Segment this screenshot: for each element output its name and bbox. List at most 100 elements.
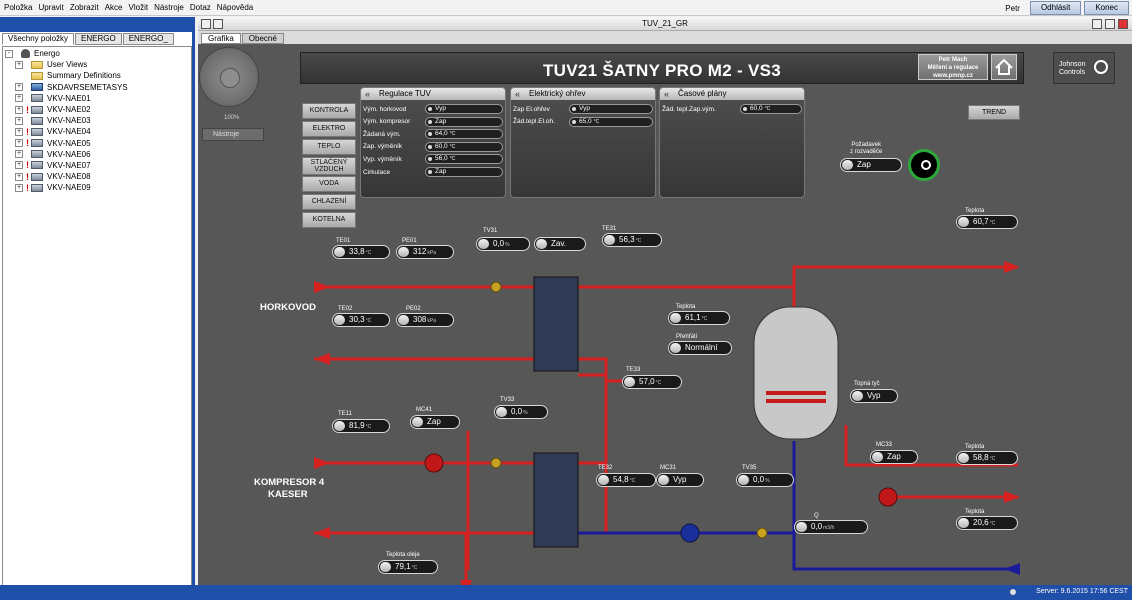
tree-item[interactable]: +!VKV-NAE04 <box>3 126 191 137</box>
point-knob-icon <box>478 239 489 249</box>
point-value-cold-temp[interactable]: 20,6°C <box>956 516 1018 530</box>
point-value-oil[interactable]: 79,1°C <box>378 560 438 574</box>
param-value[interactable]: 56,0°C <box>425 154 503 165</box>
menu-button-elektro[interactable]: ELEKTRO <box>302 121 356 137</box>
menu-button-voda[interactable]: VODA <box>302 176 356 192</box>
tab-energo-2[interactable]: ENERGO_ <box>122 33 174 45</box>
point-value-te11[interactable]: 81,9°C <box>332 419 390 433</box>
tab-all-items[interactable]: Všechny položky <box>2 33 75 45</box>
tree-expand-icon[interactable]: + <box>15 60 23 69</box>
point-value-text: 81,9 <box>349 421 365 430</box>
point-value-te01[interactable]: 33,8°C <box>332 245 390 259</box>
param-label: Žádaná vým. <box>363 130 401 138</box>
menu-item-vlozit[interactable]: Vložit <box>128 3 149 12</box>
tree-item[interactable]: Summary Definitions <box>3 70 191 81</box>
point-value-heater[interactable]: Vyp <box>850 389 898 403</box>
minimize-icon[interactable] <box>1092 19 1102 29</box>
tree-expand-icon[interactable]: + <box>15 83 23 92</box>
logout-button[interactable]: Odhlásit <box>1029 1 1082 15</box>
point-value-mc41[interactable]: Zap <box>410 415 460 429</box>
panel-title[interactable]: Časové plány <box>660 88 804 100</box>
point-value-mc31[interactable]: Vyp <box>656 473 704 487</box>
menu-item-napoveda[interactable]: Nápověda <box>216 3 254 12</box>
point-value-te33[interactable]: 57,0°C <box>622 375 682 389</box>
tools-dropdown[interactable]: Nástroje <box>202 128 264 141</box>
panel-title[interactable]: Elektrický ohřev <box>511 88 655 100</box>
exit-button[interactable]: Konec <box>1084 1 1129 15</box>
valve-state-tv31[interactable]: Zav. <box>534 237 586 251</box>
menu-item-akce[interactable]: Akce <box>104 3 123 12</box>
tree-item[interactable]: -Energo <box>3 48 191 59</box>
point-value-te31[interactable]: 56,3°C <box>602 233 662 247</box>
menu-button-chlazeni[interactable]: CHLAZENÍ <box>302 194 356 210</box>
tree-expand-icon[interactable]: + <box>15 94 23 103</box>
tree-item[interactable]: +SKDAVRSEMETASYS <box>3 82 191 93</box>
param-value[interactable]: 60,0°C <box>425 141 503 152</box>
heater-coil <box>766 391 826 403</box>
home-button[interactable] <box>991 54 1017 80</box>
tree-expand-icon[interactable]: + <box>15 116 23 125</box>
tree-expand-icon[interactable]: + <box>15 150 23 159</box>
tree-expand-icon[interactable]: + <box>15 127 23 136</box>
point-value-tv31[interactable]: 0,0% <box>476 237 530 251</box>
point-value-te32[interactable]: 54,8°C <box>596 473 656 487</box>
tree-expand-icon[interactable]: + <box>15 105 23 114</box>
request-value[interactable]: Zap <box>840 158 902 172</box>
tree-expand-icon[interactable]: - <box>5 49 13 58</box>
navigation-pad[interactable] <box>199 47 259 107</box>
point-value-overheat[interactable]: Normální <box>668 341 732 355</box>
tree-item[interactable]: +!VKV-NAE05 <box>3 138 191 149</box>
point-value-out-temp[interactable]: 60,7°C <box>956 215 1018 229</box>
menu-item-zobrazit[interactable]: Zobrazit <box>69 3 99 12</box>
tree-item[interactable]: +!VKV-NAE08 <box>3 171 191 182</box>
tree-item[interactable]: +!VKV-NAE09 <box>3 182 191 193</box>
point-value-circ-temp[interactable]: 58,8°C <box>956 451 1018 465</box>
param-value[interactable]: 65,0°C <box>569 116 653 127</box>
tree-expand-icon[interactable]: + <box>15 183 23 192</box>
pmnp-link-button[interactable]: Petr Mach Měření a regulace www.pmnp.cz <box>918 54 988 80</box>
menu-item-upravit[interactable]: Upravit <box>38 3 64 12</box>
point-value-te02[interactable]: 30,3°C <box>332 313 390 327</box>
param-value[interactable]: Zap <box>425 116 503 127</box>
pan-center-icon[interactable] <box>220 68 240 88</box>
close-icon[interactable] <box>1118 19 1128 29</box>
window-menu-icon[interactable] <box>201 19 211 29</box>
tree-expand-icon[interactable]: + <box>15 139 23 148</box>
menu-button-kotelna[interactable]: KOTELNA <box>302 212 356 228</box>
window-restore-icon[interactable] <box>213 19 223 29</box>
tree-expand-icon[interactable]: + <box>15 172 23 181</box>
tree-item[interactable]: +VKV-NAE06 <box>3 149 191 160</box>
tree-item[interactable]: +!VKV-NAE07 <box>3 160 191 171</box>
menu-item-dotaz[interactable]: Dotaz <box>189 3 211 12</box>
tree-item[interactable]: +VKV-NAE03 <box>3 115 191 126</box>
menu-item-polozka[interactable]: Položka <box>4 3 33 12</box>
point-value-tv33[interactable]: 0,0% <box>494 405 548 419</box>
param-value[interactable]: 60,0°C <box>740 104 802 114</box>
point-value-q[interactable]: 0,0m3/h <box>794 520 868 534</box>
point-value-pe02[interactable]: 308kPa <box>396 313 454 327</box>
tab-obecne[interactable]: Obecné <box>241 33 284 44</box>
status-indicator-icon[interactable] <box>908 149 940 181</box>
tree-item[interactable]: +VKV-NAE01 <box>3 93 191 104</box>
tab-energo[interactable]: ENERGO <box>75 33 122 45</box>
tree-item[interactable]: +!VKV-NAE02 <box>3 104 191 115</box>
tree-expand-icon[interactable]: + <box>15 161 23 170</box>
maximize-icon[interactable] <box>1105 19 1115 29</box>
panel-title[interactable]: Regulace TUV <box>361 88 505 100</box>
tab-grafika[interactable]: Grafika <box>201 33 241 44</box>
menu-item-nastroje[interactable]: Nástroje <box>154 3 184 12</box>
menu-button-kontrola[interactable]: KONTROLA <box>302 103 356 119</box>
param-unit: °C <box>449 131 456 138</box>
point-value-tank-temp[interactable]: 61,1°C <box>668 311 730 325</box>
param-value[interactable]: Zap <box>425 167 503 177</box>
menu-button-teplo[interactable]: TEPLO <box>302 139 356 155</box>
menu-button-stlaceny-vzduch[interactable]: STLAČENÝ VZDUCH <box>302 157 356 175</box>
trend-button[interactable]: TREND <box>968 105 1020 120</box>
tree-item[interactable]: +User Views <box>3 59 191 70</box>
point-value-pe01[interactable]: 312kPa <box>396 245 454 259</box>
point-value-tv35[interactable]: 0,0% <box>736 473 794 487</box>
param-value[interactable]: 64,0°C <box>425 129 503 140</box>
param-value[interactable]: Vyp <box>425 104 503 114</box>
param-value[interactable]: Vyp <box>569 104 653 114</box>
point-value-mc33[interactable]: Zap <box>870 450 918 464</box>
